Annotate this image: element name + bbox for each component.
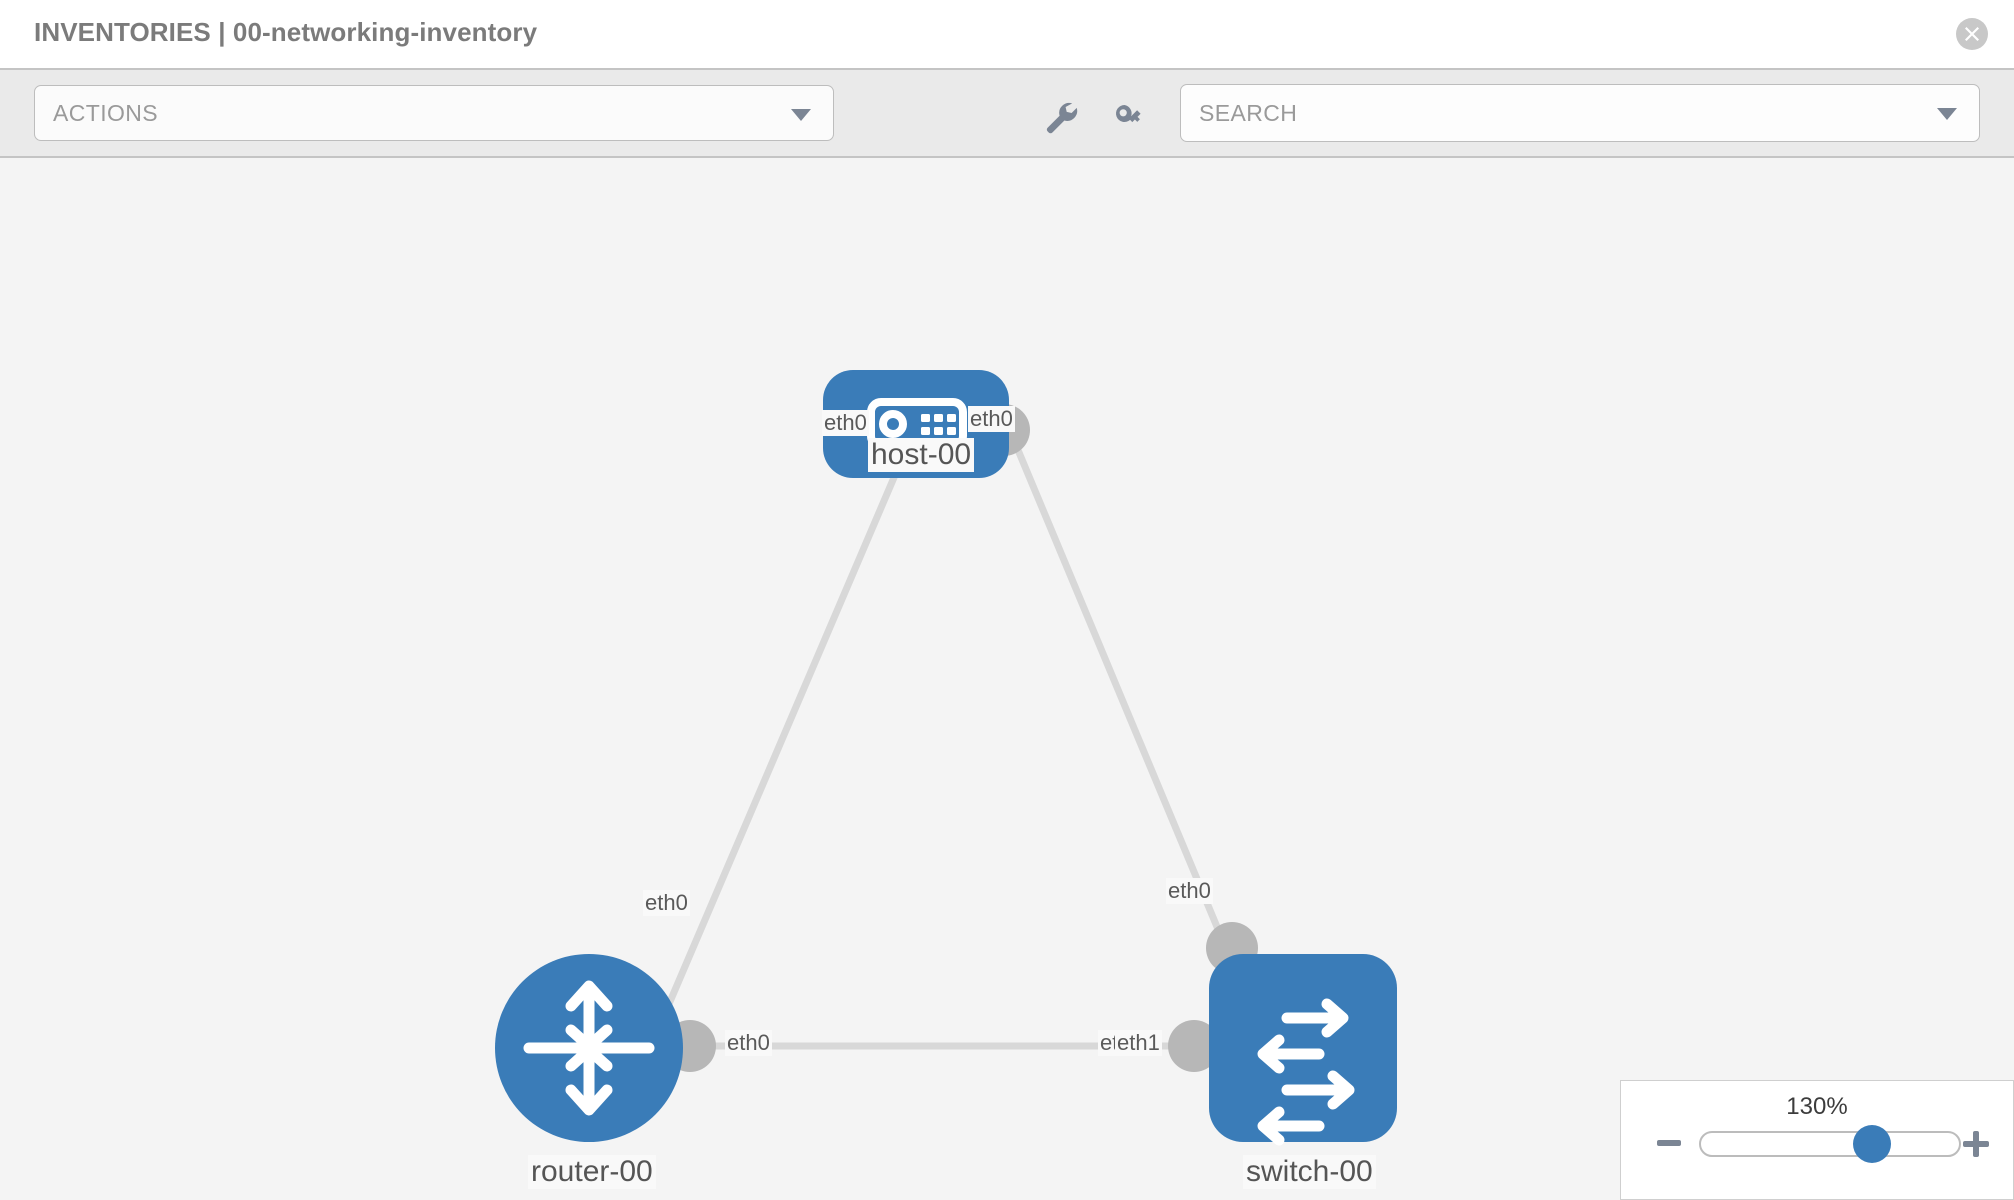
close-icon[interactable]	[1956, 18, 1988, 50]
search-placeholder: SEARCH	[1199, 100, 1298, 126]
plus-icon[interactable]	[1961, 1129, 1991, 1164]
minus-icon[interactable]	[1655, 1129, 1683, 1162]
close-icon-glyph	[1965, 27, 1979, 41]
edge-label-switch-up: eth0	[1166, 878, 1213, 904]
chevron-down-icon[interactable]	[1937, 108, 1957, 120]
node-router-00[interactable]	[495, 954, 683, 1142]
node-switch-00[interactable]	[1209, 954, 1397, 1146]
port-switch-left[interactable]	[1168, 1020, 1220, 1072]
zoom-control: 130%	[1620, 1080, 2014, 1200]
zoom-slider-thumb[interactable]	[1853, 1125, 1891, 1163]
edge-label-router-right: eth0	[725, 1030, 772, 1056]
search-input[interactable]: SEARCH	[1180, 84, 1980, 142]
edge-label-switch-left-eth1: eth1	[1115, 1030, 1162, 1056]
actions-dropdown[interactable]: ACTIONS	[34, 85, 834, 141]
topology-canvas[interactable]: eth0 eth0 eth0 eth0 eth0 eth0 eth1 host-…	[0, 158, 2014, 1200]
minus-icon-glyph	[1657, 1140, 1681, 1146]
plus-icon-glyph	[1963, 1131, 1989, 1157]
edge-host-switch[interactable]	[1004, 424, 1234, 960]
edge-host-router[interactable]	[659, 424, 920, 1020]
router-arrows-icon	[523, 980, 655, 1116]
wrench-icon-glyph	[1046, 102, 1078, 134]
edge-label-host-right: eth0	[968, 406, 1015, 432]
edge-label-host-left: eth0	[822, 410, 869, 436]
node-label-router-00: router-00	[528, 1155, 656, 1189]
switch-arrows-icon	[1257, 998, 1355, 1146]
key-icon-glyph	[1116, 105, 1141, 123]
chevron-down-icon	[791, 109, 811, 121]
key-icon[interactable]	[1110, 96, 1150, 136]
edge-label-router-up: eth0	[643, 890, 690, 916]
node-label-host-00: host-00	[868, 438, 975, 472]
page-header: INVENTORIES | 00-networking-inventory	[0, 0, 2014, 68]
zoom-slider-track[interactable]	[1699, 1131, 1961, 1157]
toolbar: ACTIONS SEARCH	[0, 68, 2014, 158]
topology-graph	[495, 370, 1397, 1146]
actions-dropdown-label: ACTIONS	[53, 100, 159, 126]
node-label-switch-00: switch-00	[1243, 1155, 1376, 1189]
page-title: INVENTORIES | 00-networking-inventory	[34, 17, 538, 47]
wrench-icon[interactable]	[1040, 96, 1080, 136]
zoom-level-label: 130%	[1786, 1093, 1848, 1120]
